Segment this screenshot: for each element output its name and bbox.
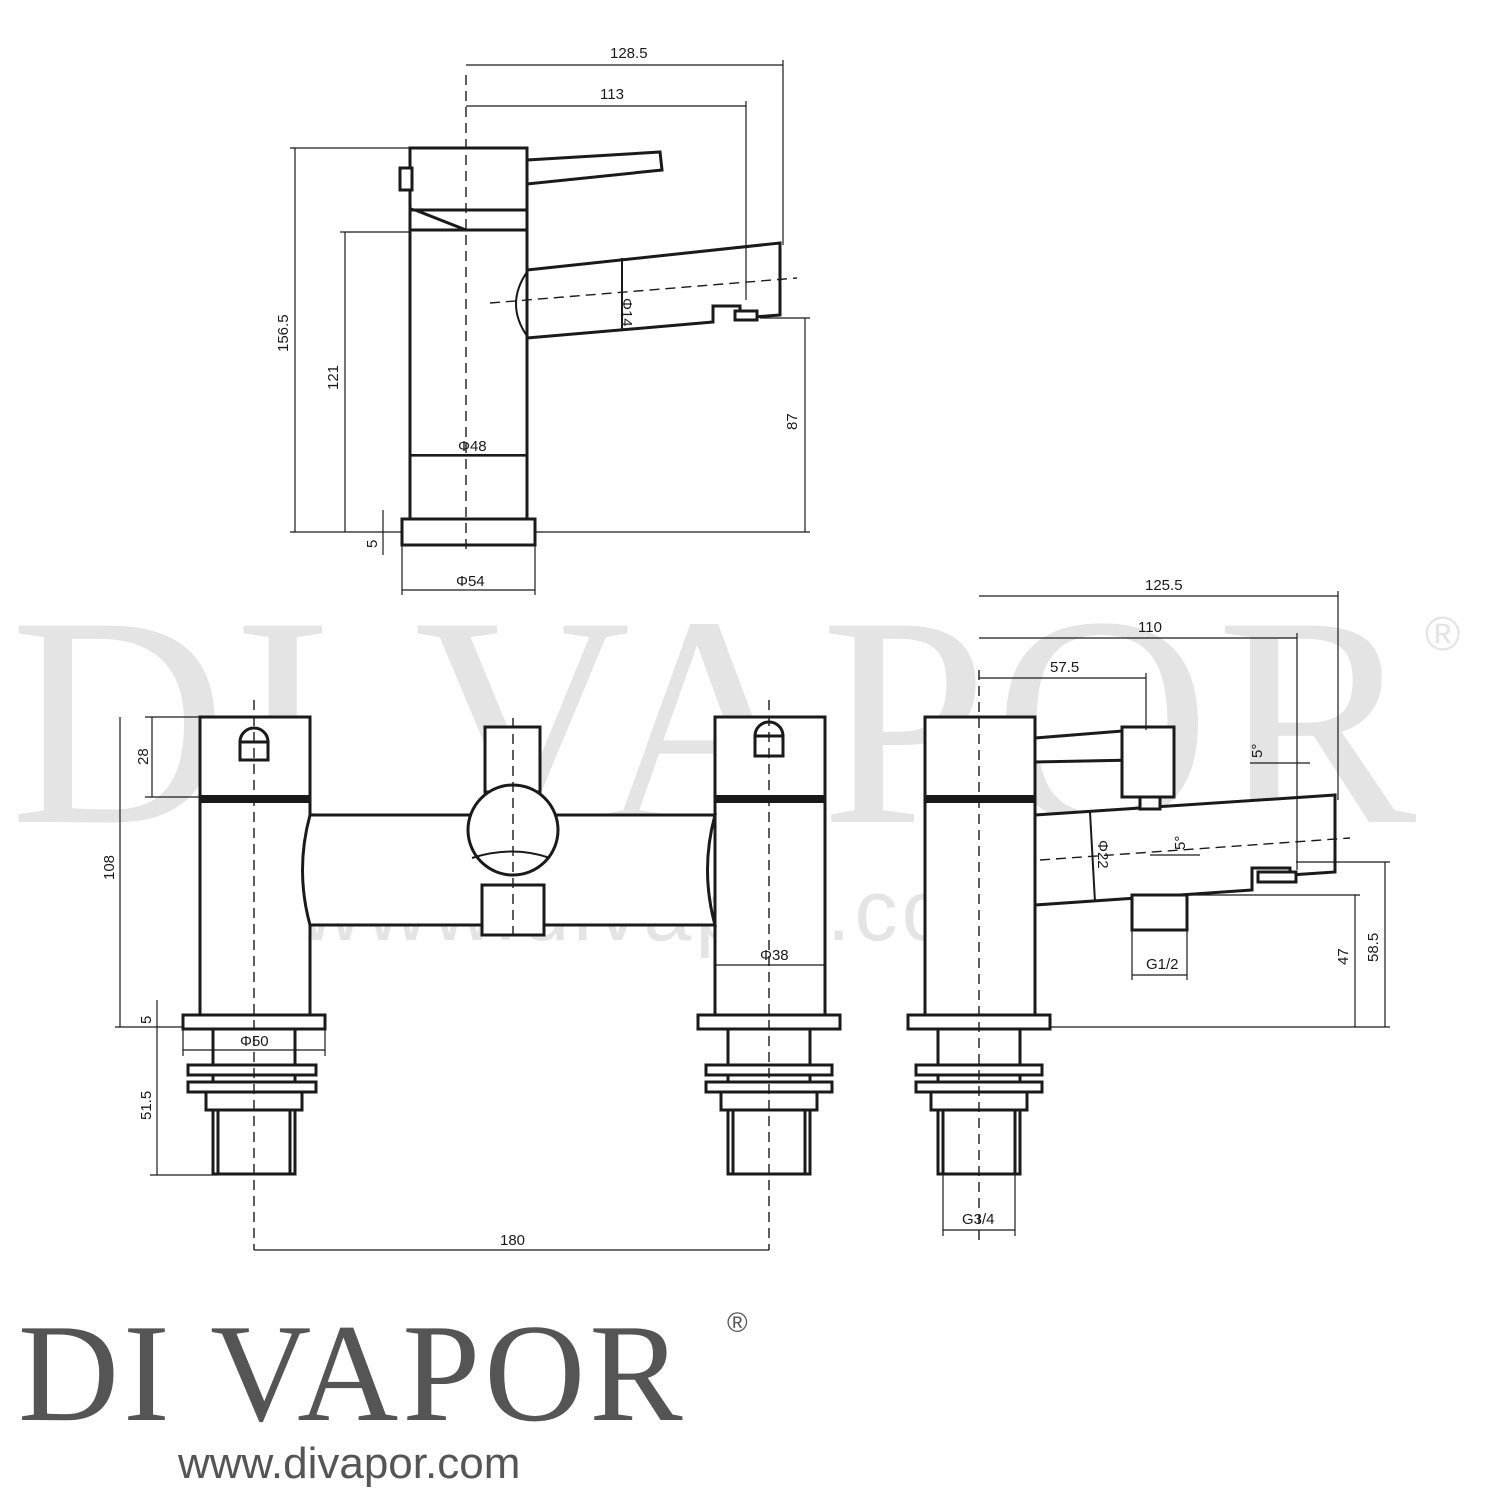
side-spout-centre-line — [1039, 837, 1351, 861]
basin-dim-body-dia: Φ48 — [458, 438, 487, 455]
bath-filler-side-drawing: 125.5 110 57.5 5° 5° Φ22 G1/2 47 58.5 G3… — [906, 577, 1390, 1240]
side-dim-spout-dia: Φ22 — [1094, 840, 1111, 869]
basin-aerator — [733, 309, 759, 322]
basin-dim-spout-dia: Φ14 — [618, 298, 635, 327]
basin-lever — [525, 150, 664, 186]
front-dim-handle-height: 28 — [135, 748, 152, 765]
side-dim-angle-upper: 5° — [1249, 744, 1266, 758]
basin-dim-base-dia: Φ54 — [456, 573, 485, 590]
front-dim-centres: 180 — [500, 1232, 525, 1249]
side-diverter-knob — [1120, 725, 1176, 799]
basin-spout — [525, 241, 782, 340]
basin-dim-spout-height: 87 — [784, 413, 801, 430]
front-left-pillar — [198, 715, 312, 1017]
basin-dim-body-height: 121 — [325, 365, 342, 390]
front-dim-body-dia: Φ38 — [760, 947, 789, 964]
basin-dim-overall-height: 156.5 — [275, 314, 292, 352]
basin-lever-stub — [398, 166, 414, 192]
front-right-pillar-band — [715, 795, 825, 803]
side-spout-aerator — [1256, 870, 1298, 884]
side-dim-outlet-height: 47 — [1335, 948, 1352, 965]
front-right-pillar — [713, 715, 827, 1017]
basin-head-top — [408, 146, 529, 212]
basin-spout-joint — [515, 271, 528, 337]
side-dim-overall-width: 125.5 — [1145, 577, 1183, 594]
basin-dim-spout-reach: 113 — [600, 86, 624, 103]
side-pillar-band — [925, 795, 1035, 803]
logo-brand: DI VAPOR — [18, 1296, 687, 1451]
side-dim-diverter-reach: 57.5 — [1050, 659, 1079, 676]
basin-dim-base-thickness: 5 — [364, 540, 381, 548]
side-dim-angle-lower: 5° — [1172, 836, 1189, 850]
brand-logo: DI VAPOR ® www.divapor.com — [18, 1296, 748, 1488]
front-left-pillar-band — [200, 795, 310, 803]
front-dim-base-thickness: 5 — [138, 1016, 155, 1024]
front-dim-total-height: 108 — [101, 855, 118, 880]
side-dim-inlet-thread: G3/4 — [962, 1211, 995, 1228]
front-dim-tail-length: 51.5 — [138, 1091, 155, 1120]
side-dim-spout-reach: 110 — [1138, 619, 1162, 636]
logo-registered-mark: ® — [727, 1307, 748, 1338]
logo-url: www.divapor.com — [177, 1439, 520, 1488]
bath-filler-front-drawing: 28 108 5 51.5 Φ50 Φ38 180 — [101, 700, 842, 1251]
side-pillar — [923, 715, 1037, 1017]
side-dim-outlet-thread: G1/2 — [1146, 956, 1179, 973]
basin-head-bevel — [409, 207, 467, 231]
side-dim-spout-height: 58.5 — [1365, 933, 1382, 962]
basin-body — [408, 228, 529, 521]
watermark-registered-mark: ® — [1425, 608, 1460, 661]
basin-base-plate — [400, 517, 537, 547]
front-dim-base-dia: Φ50 — [240, 1033, 269, 1050]
basin-dim-overall-width: 128.5 — [610, 45, 648, 62]
side-outlet — [1130, 893, 1189, 932]
basin-tap-drawing: 128.5 113 156.5 121 87 5 Φ48 Φ54 Φ14 — [275, 45, 810, 595]
